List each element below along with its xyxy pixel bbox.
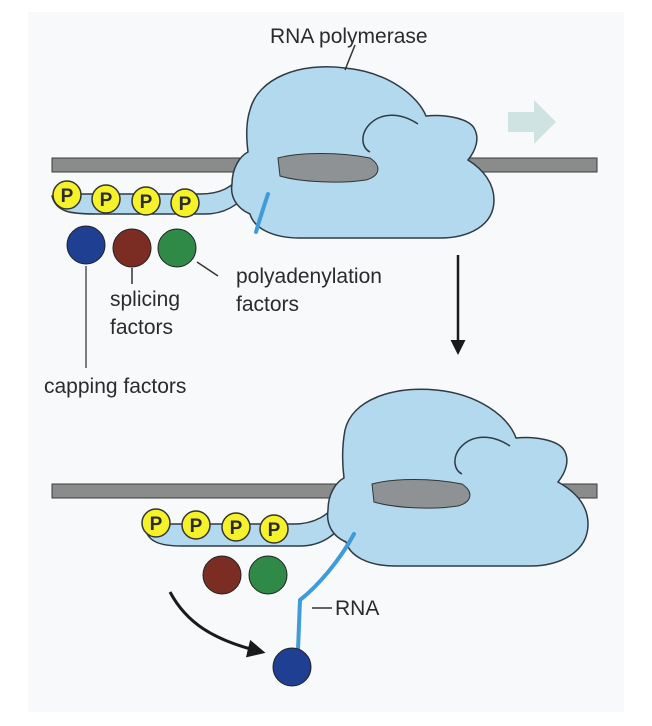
phosphate-1	[141, 508, 171, 538]
phosphate-3	[221, 512, 251, 542]
phosphate-label: P	[100, 190, 113, 211]
rna-polymerase	[326, 388, 589, 567]
phosphate-label: P	[230, 518, 243, 539]
splicing-factor	[112, 228, 152, 268]
capping-factor	[66, 225, 106, 265]
phosphate-label: P	[190, 516, 203, 537]
polymerase-cleft	[362, 114, 419, 153]
capping-label: capping factors	[44, 375, 186, 398]
phosphate-2	[181, 510, 211, 540]
polyadenylation-label-line2: factors	[236, 293, 299, 316]
top-complex: P P P P RNA polymerase polyadenylation f…	[44, 25, 598, 398]
splicing-label-line1: splicing	[110, 288, 180, 311]
rna-polymerase-leader	[344, 44, 356, 71]
polyadenylation-leader	[196, 261, 219, 277]
polyadenylation-label-line1: polyadenylation	[236, 265, 382, 288]
phosphate-group: P P P P	[52, 180, 200, 218]
transcription-bubble	[277, 153, 379, 183]
phosphate-label: P	[179, 194, 192, 215]
right-arrow-icon	[508, 100, 556, 144]
phosphate-2	[91, 184, 121, 214]
splicing-label-line2: factors	[110, 316, 173, 339]
released-rna	[296, 532, 356, 652]
phosphate-4	[170, 188, 200, 218]
polyadenylation-factor	[248, 555, 288, 595]
phosphate-label: P	[61, 186, 74, 207]
transcription-bubble	[371, 479, 471, 509]
phosphate-1	[52, 180, 82, 210]
phosphate-label: P	[150, 514, 163, 535]
phosphate-label: P	[140, 192, 153, 213]
nascent-rna	[254, 192, 270, 234]
curved-arrow-icon	[168, 591, 266, 658]
splicing-factor	[202, 555, 242, 595]
phosphate-4	[259, 514, 289, 544]
capping-factor	[272, 647, 312, 687]
rna-polymerase-label: RNA polymerase	[270, 25, 428, 48]
phosphate-3	[131, 186, 161, 216]
bottom-complex: P P P P RNA	[51, 388, 598, 687]
phosphate-group: P P P P	[141, 508, 289, 544]
polyadenylation-factor	[157, 228, 197, 268]
rna-polymerase	[230, 66, 495, 239]
phosphate-label: P	[268, 520, 281, 541]
rna-label: RNA	[335, 597, 379, 620]
polymerase-cleft	[454, 436, 511, 475]
